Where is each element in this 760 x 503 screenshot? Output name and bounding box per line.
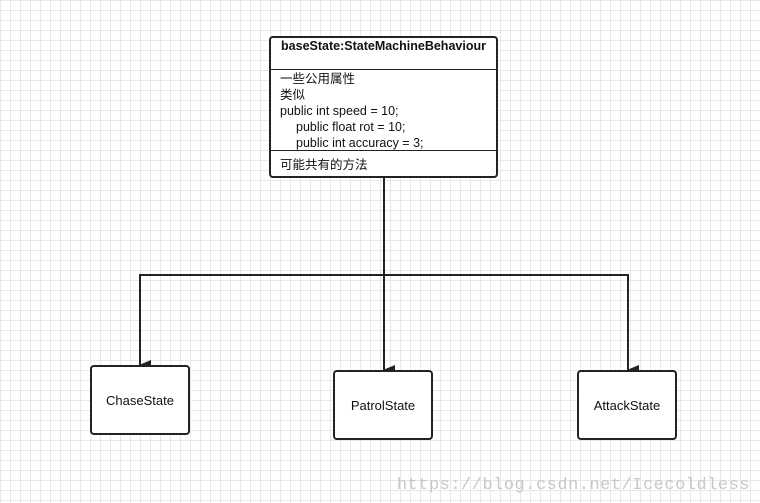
attribute-line: public int accuracy = 3; [296,136,424,150]
chase-state-node[interactable]: ChaseState [90,365,190,435]
attribute-line: 一些公用属性 [280,72,356,86]
attribute-line: public float rot = 10; [296,120,406,134]
watermark-text: https://blog.csdn.net/Icecoldless [396,476,750,495]
base-state-class-node[interactable]: baseState:StateMachineBehaviour 一些公用属性 类… [269,36,498,178]
chase-state-label: ChaseState [106,392,174,408]
method-line: 可能共有的方法 [280,158,368,172]
edge-to-attackstate [384,274,639,375]
attack-state-node[interactable]: AttackState [577,370,677,440]
class-attributes: 一些公用属性 类似 public int speed = 10; public … [271,70,496,151]
attribute-line: public int speed = 10; [280,104,399,118]
attribute-line: 类似 [280,88,306,102]
class-title: baseState:StateMachineBehaviour [271,38,496,70]
class-methods: 可能共有的方法 [271,151,496,173]
edge-to-chasestate [139,178,385,370]
patrol-state-label: PatrolState [350,397,416,413]
patrol-state-node[interactable]: PatrolState [333,370,433,440]
attack-state-label: AttackState [593,397,661,413]
